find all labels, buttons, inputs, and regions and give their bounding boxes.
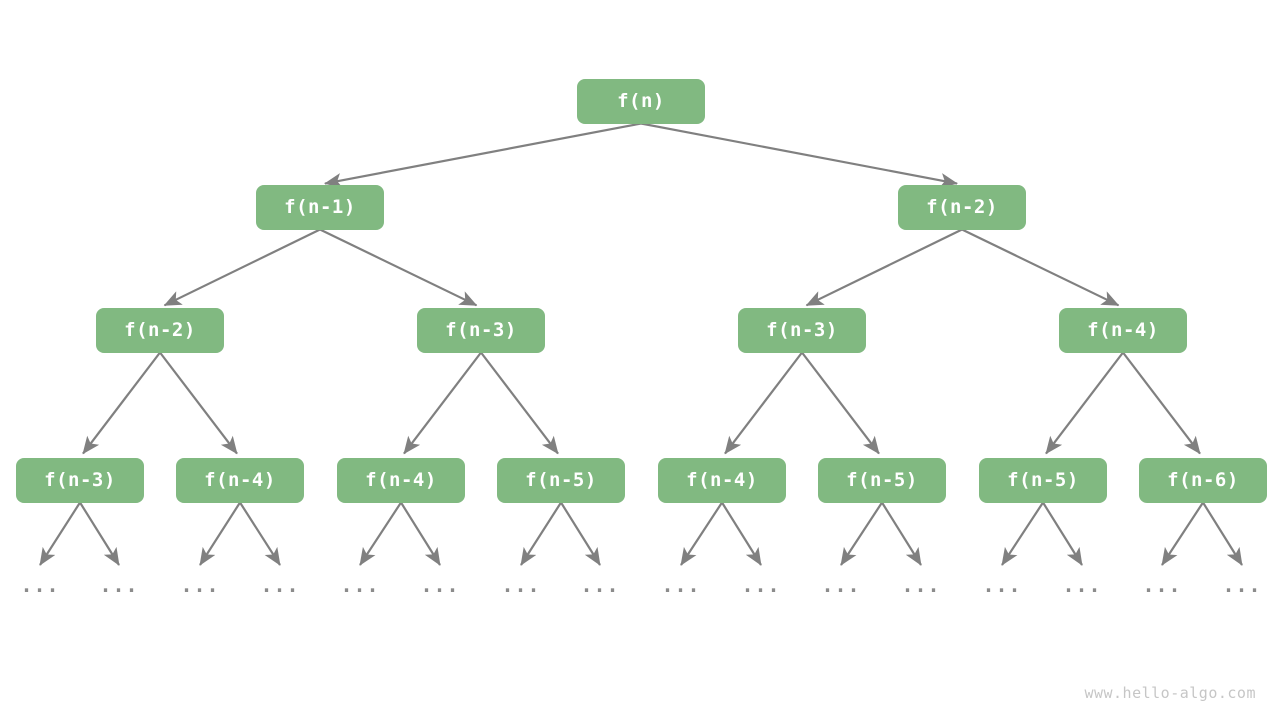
leaf-edge [881,501,922,566]
tree-node: f(n-3) [738,307,866,353]
tree-node: f(n-3) [16,457,144,503]
ellipsis-marker: ... [420,573,460,597]
ellipsis-marker: ... [901,573,941,597]
ellipsis-marker: ... [1142,573,1182,597]
leaf-edge [560,501,601,566]
leaf-edge [840,501,883,566]
tree-edge [319,228,478,307]
tree-edge [82,351,161,455]
ellipsis-marker: ... [741,573,781,597]
tree-edge [159,351,238,455]
tree-node: f(n-5) [497,457,625,503]
ellipsis-marker: ... [982,573,1022,597]
ellipsis-marker: ... [1222,573,1262,597]
tree-edges [39,122,1243,566]
ellipsis-marker: ... [580,573,620,597]
ellipsis-marker: ... [661,573,701,597]
leaf-edge [680,501,723,566]
tree-edge [640,122,958,188]
ellipsis-marker: ... [99,573,139,597]
tree-node: f(n-4) [337,457,465,503]
tree-edge [403,351,482,455]
tree-node: f(n-5) [818,457,946,503]
tree-edge [163,228,321,307]
tree-node: f(n-6) [1139,457,1267,503]
tree-edge [1045,351,1124,455]
leaf-edge [39,501,81,566]
ellipsis-marker: ... [180,573,220,597]
tree-edge [805,228,963,307]
leaf-edge [1161,501,1204,566]
tree-node: f(n-4) [1059,307,1187,353]
ellipsis-marker: ... [340,573,380,597]
tree-node: f(n-2) [898,184,1026,230]
tree-edge [1122,351,1201,455]
tree-node: f(n-5) [979,457,1107,503]
tree-node: f(n-1) [256,184,384,230]
tree-node: f(n-4) [176,457,304,503]
leaf-edge [400,501,441,566]
tree-node: f(n) [577,78,705,124]
tree-edge [724,351,803,455]
ellipsis-marker: ... [20,573,60,597]
watermark: www.hello-algo.com [1084,684,1256,702]
ellipsis-marker: ... [260,573,300,597]
tree-edge [801,351,880,455]
ellipsis-marker: ... [821,573,861,597]
ellipsis-marker: ... [1062,573,1102,597]
leaf-edge [721,501,762,566]
tree-edge [480,351,559,455]
leaf-edge [520,501,562,566]
leaf-edge [199,501,241,566]
tree-edge [961,228,1120,307]
leaf-edge [1042,501,1083,566]
leaf-edge [359,501,402,566]
leaf-edge [1001,501,1044,566]
tree-edge [324,122,642,188]
ellipsis-marker: ... [501,573,541,597]
leaf-edge [239,501,281,566]
tree-node: f(n-3) [417,307,545,353]
leaf-edge [79,501,120,566]
tree-node: f(n-2) [96,307,224,353]
tree-node: f(n-4) [658,457,786,503]
leaf-edge [1202,501,1243,566]
